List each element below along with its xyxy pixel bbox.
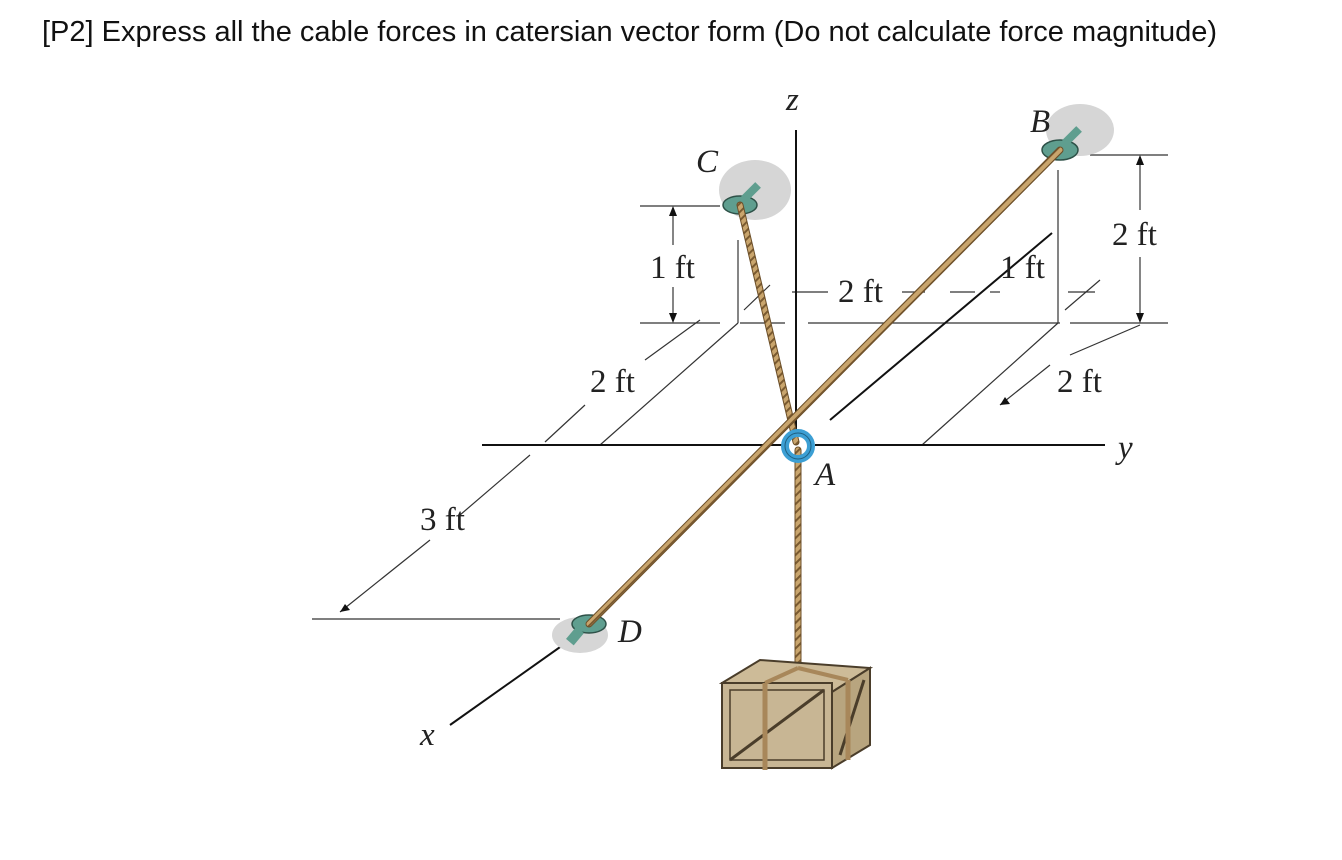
crate (718, 658, 874, 770)
dimension-arrows (340, 155, 1144, 612)
dim-d-offset-x: 3 ft (420, 502, 465, 538)
anchor-d (552, 614, 608, 653)
ring-a (781, 429, 815, 463)
point-a-label: A (813, 457, 836, 493)
point-b-label: B (1030, 104, 1050, 140)
problem-title: [P2] Express all the cable forces in cat… (42, 16, 1218, 48)
point-d-label: D (617, 614, 642, 650)
dim-b-height: 2 ft (1112, 217, 1157, 253)
labels: z y x C B A D 1 ft 2 ft 2 ft 1 ft 2 ft 2… (419, 82, 1157, 753)
dim-c-offset-y: 2 ft (838, 274, 883, 310)
construction-lines (312, 154, 1168, 620)
anchor-c (719, 160, 791, 220)
x-axis (449, 639, 571, 726)
x-axis-back (829, 232, 1053, 421)
x-axis-label: x (419, 717, 435, 753)
dim-b-offset-x: 2 ft (1057, 364, 1102, 400)
z-axis-label: z (785, 82, 799, 118)
cables (585, 146, 1064, 669)
y-axis-label: y (1115, 430, 1133, 466)
coordinate-axes (449, 130, 1105, 726)
dim-c-offset-x: 2 ft (590, 364, 635, 400)
dim-c-height: 1 ft (650, 250, 695, 286)
anchor-b (1041, 104, 1114, 161)
point-c-label: C (696, 144, 719, 180)
dim-b-offset-y: 1 ft (1000, 250, 1045, 286)
